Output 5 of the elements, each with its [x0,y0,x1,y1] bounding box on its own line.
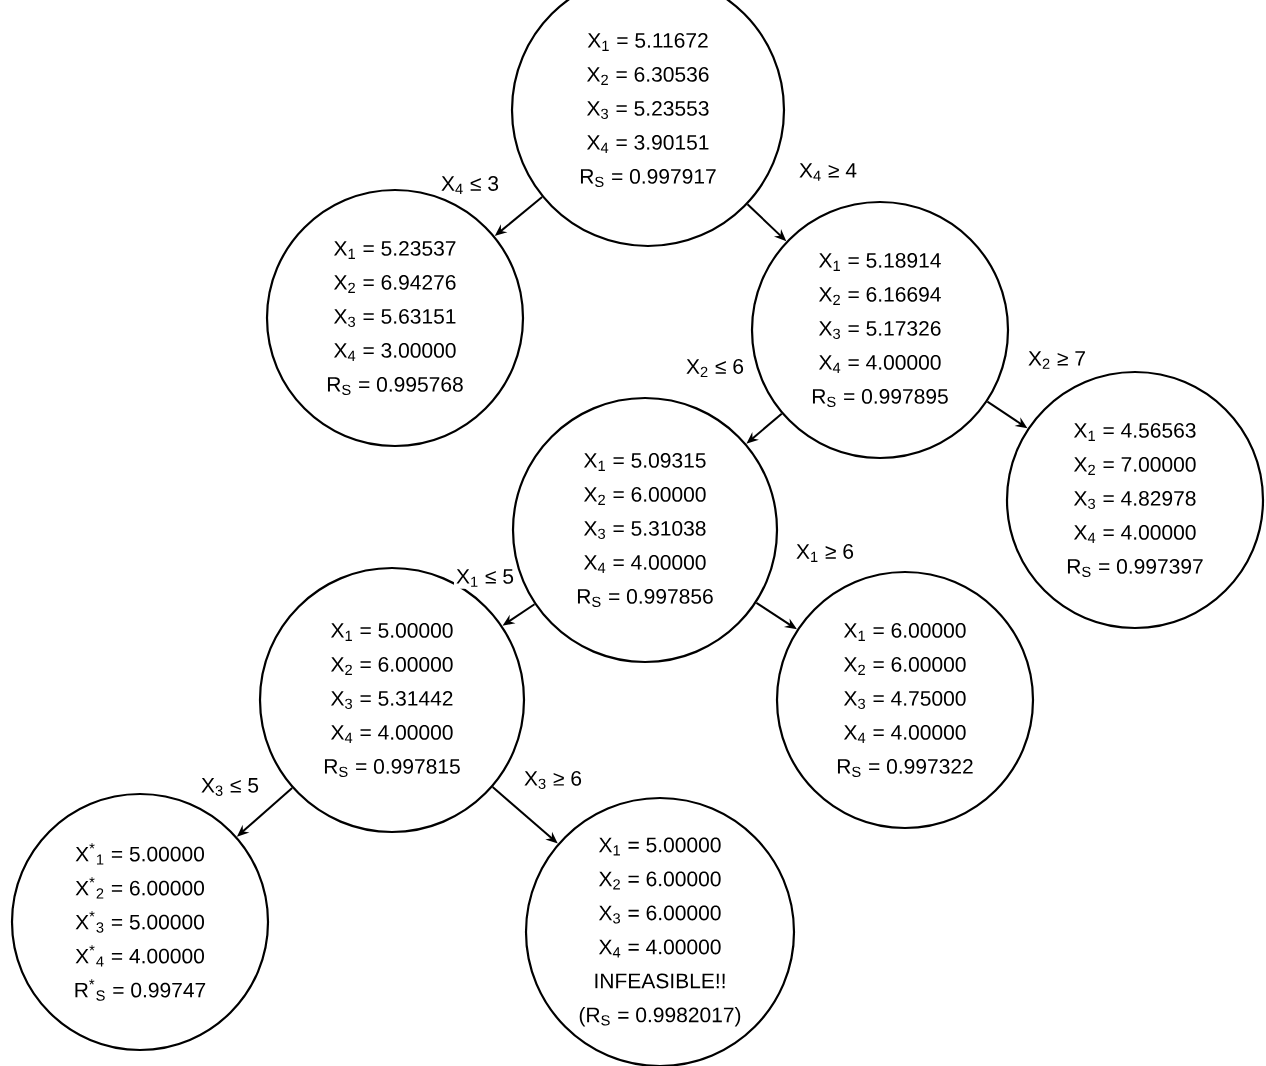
edge-label: X$_{1}$ ≥ 6 [793,542,857,564]
edge-label: X$_{2}$ ≤ 6 [683,357,747,379]
edge-label: X$_{1}$ ≤ 5 [454,567,517,589]
edge-label: X$_{4}$ ≥ 4 [797,161,860,183]
edge-label: X$_{2}$ ≥ 7 [1025,349,1089,371]
